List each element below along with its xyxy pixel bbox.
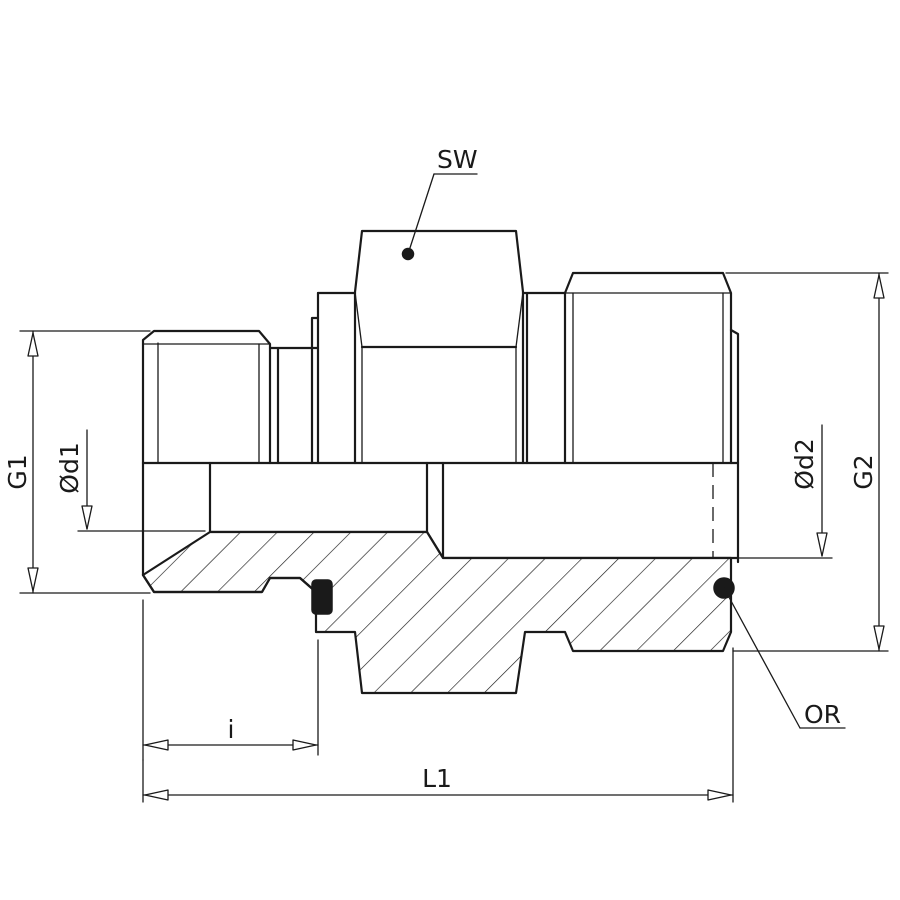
sealing-face-outline xyxy=(729,328,740,564)
section-view xyxy=(141,461,740,695)
l1-arrow-left xyxy=(144,789,169,801)
d1-arrow xyxy=(81,505,93,530)
stud-seal-ring xyxy=(311,579,333,615)
i-arrow-right xyxy=(292,739,317,751)
hexagon-outline xyxy=(353,229,525,465)
i-arrow-left xyxy=(144,739,169,751)
dimensions: G1 Ød1 Ød2 G2 i L1 xyxy=(3,272,889,803)
hexagon-edge xyxy=(354,291,363,348)
g1-arrow-top xyxy=(27,332,39,357)
l1-label: L1 xyxy=(422,764,452,793)
g2-arrow-top xyxy=(873,274,885,299)
sw-leader-dot xyxy=(401,247,415,261)
g1-arrow-bottom xyxy=(27,567,39,592)
d1-label: Ød1 xyxy=(55,442,84,493)
left-stud-outline xyxy=(141,329,272,465)
g2-arrow-bottom xyxy=(873,625,885,650)
external-view xyxy=(141,229,740,564)
collar-outline xyxy=(310,291,357,465)
section-hatch-body xyxy=(141,530,733,695)
or-label: OR xyxy=(804,700,841,729)
g2-label: G2 xyxy=(849,454,878,489)
hexagon-edge xyxy=(515,291,524,348)
callouts: SW OR xyxy=(401,145,846,729)
sw-leader xyxy=(407,173,435,255)
or-leader xyxy=(723,587,801,729)
d2-label: Ød2 xyxy=(790,438,819,489)
d2-arrow xyxy=(816,532,828,557)
right-neck-outline xyxy=(521,291,567,465)
i-label: i xyxy=(228,715,235,744)
neck-outline xyxy=(268,291,320,465)
sw-label: SW xyxy=(437,145,478,174)
right-body-outline xyxy=(563,271,733,465)
g1-label: G1 xyxy=(3,454,32,489)
relief-groove-outline xyxy=(141,573,318,594)
l1-arrow-right xyxy=(707,789,732,801)
